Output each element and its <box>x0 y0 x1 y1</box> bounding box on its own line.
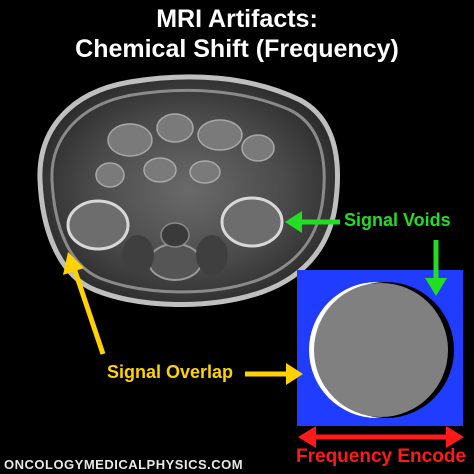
signal-overlap-arrows <box>63 252 303 385</box>
signal-voids-arrows <box>285 211 447 296</box>
footer-website: ONCOLOGYMEDICALPHYSICS.COM <box>4 457 244 472</box>
frequency-encode-label: Frequency Encode <box>296 446 466 467</box>
title-line-1: MRI Artifacts: <box>156 5 318 33</box>
title-line-2: Chemical Shift (Frequency) <box>75 35 399 63</box>
signal-voids-label: Signal Voids <box>344 210 451 230</box>
phantom-diagram <box>297 270 463 426</box>
phantom-disk <box>314 283 448 417</box>
signal-overlap-label: Signal Overlap <box>107 362 234 382</box>
frequency-encode-arrow <box>298 426 464 448</box>
mri-abdomen-image <box>37 74 340 307</box>
